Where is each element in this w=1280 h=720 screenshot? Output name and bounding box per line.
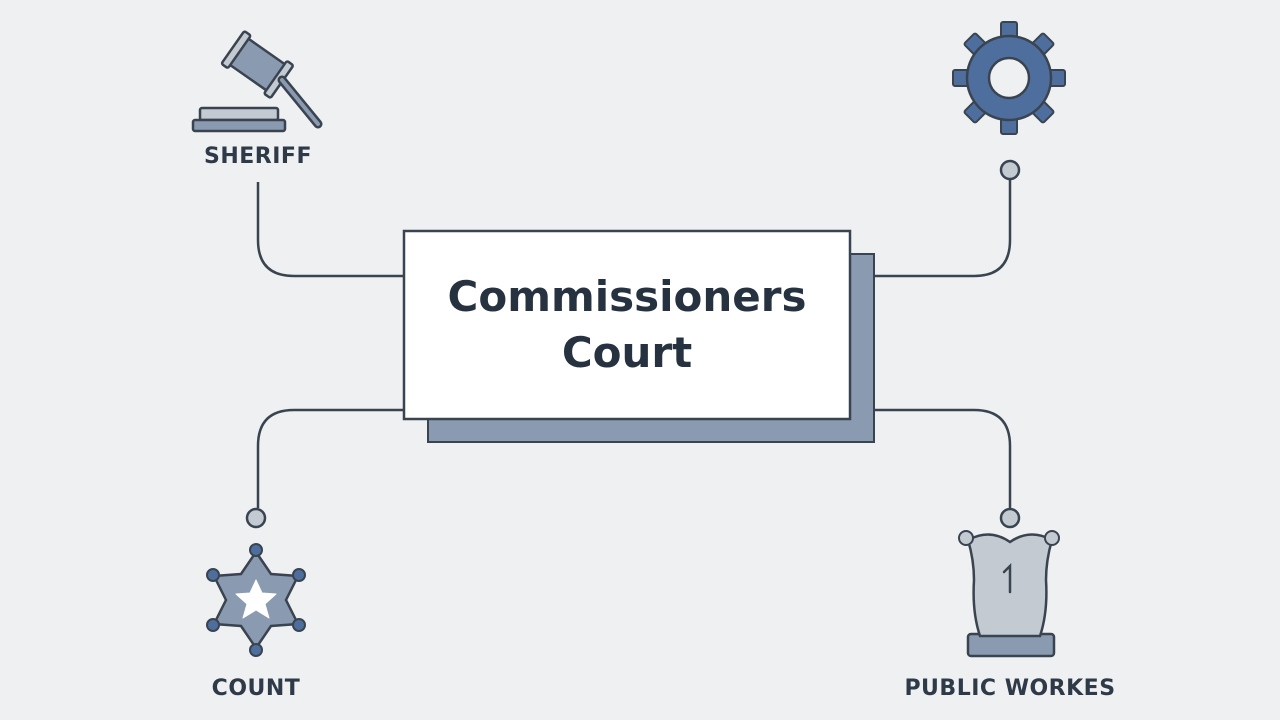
- sheriff-label: SHERIFF: [204, 144, 312, 169]
- connector-dot-settings: [999, 159, 1021, 181]
- connector-public-works: [875, 408, 1012, 508]
- center-node-title: Commissioners Court: [405, 232, 849, 418]
- center-node-title-line1: Commissioners: [447, 272, 807, 321]
- count-label: COUNT: [211, 676, 301, 701]
- connector-dot-public-works: [999, 507, 1021, 529]
- shield-icon: [958, 530, 1060, 658]
- center-node: [402, 229, 875, 443]
- connector-settings: [875, 180, 1012, 278]
- public-works-label: PUBLIC WORKES: [904, 676, 1116, 701]
- connector-count: [256, 408, 405, 508]
- sheriff-badge-icon: [206, 543, 306, 657]
- gear-icon: [952, 21, 1066, 135]
- center-node-box: [402, 229, 852, 421]
- connector-sheriff: [256, 182, 405, 278]
- center-node-title-line2: Court: [561, 328, 693, 377]
- gavel-icon: [191, 30, 323, 133]
- connector-dot-count: [245, 507, 267, 529]
